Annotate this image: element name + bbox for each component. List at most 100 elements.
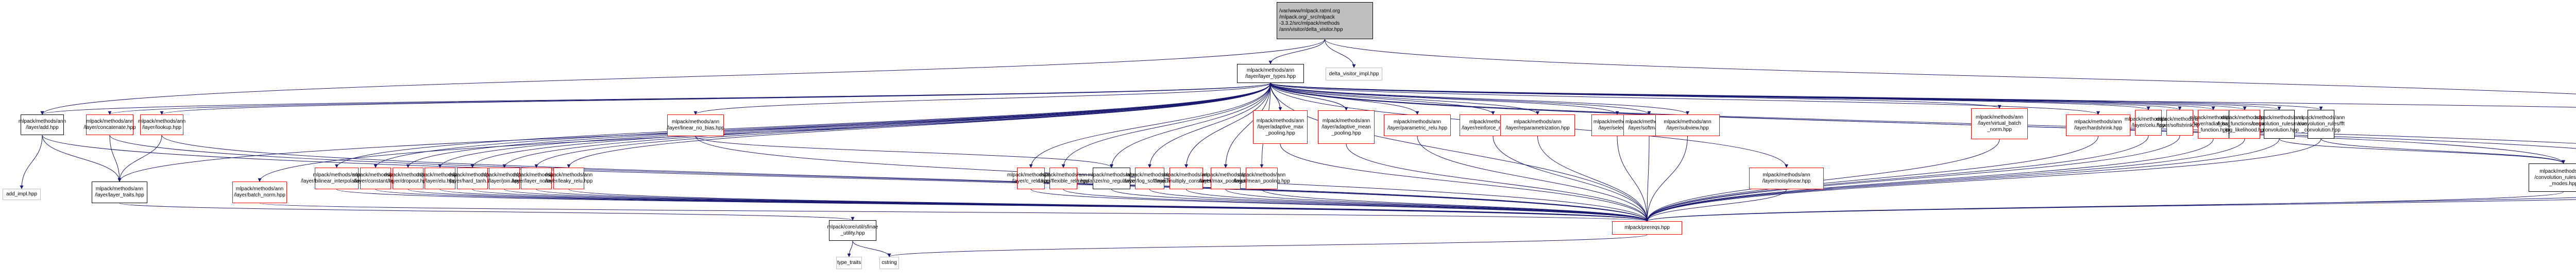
edge-layer-types-to-lookup bbox=[160, 83, 1271, 115]
edge-layer-types-to-prereqs bbox=[1270, 83, 1649, 222]
edge-layer-types-to-hard-tanh bbox=[470, 83, 1271, 168]
edge-linear-no-bias-to-no-regularizer bbox=[695, 136, 1113, 168]
edge-fft-convolution-to-prereqs bbox=[1645, 138, 2321, 222]
node-prereqs[interactable]: mlpack/prereqs.hpp bbox=[1612, 221, 1682, 235]
node-bilinear-interpolation[interactable]: mlpack/methods/ann /layer/bilinear_inter… bbox=[301, 168, 372, 189]
node-parametric-relu[interactable]: mlpack/methods/ann /layer/parametric_rel… bbox=[1384, 114, 1451, 136]
edge-multiply-constant-to-prereqs bbox=[1186, 189, 1649, 222]
edge-subview-to-prereqs bbox=[1645, 136, 1688, 222]
node-multiply-constant[interactable]: mlpack/methods/ann /layer/multiply_const… bbox=[1155, 168, 1218, 189]
edge-prereqs-to-cstring bbox=[887, 234, 1648, 257]
node-max-pooling[interactable]: mlpack/methods/ann /layer/max_pooling.hp… bbox=[1199, 168, 1252, 189]
edge-reparametrization-to-prereqs bbox=[1537, 136, 1649, 222]
edge-naive-convolution-to-prereqs bbox=[1645, 138, 2280, 222]
node-linear-no-bias[interactable]: mlpack/methods/ann /layer/linear_no_bias… bbox=[667, 114, 724, 136]
edge-layer-types-to-multiply-constant bbox=[1184, 83, 1271, 168]
node-leaky-relu[interactable]: mlpack/methods/ann /layer/leaky_relu.hpp bbox=[545, 168, 592, 189]
edge-alpha-dropout-to-prereqs bbox=[1645, 197, 2576, 222]
edge-layer-types-to-join bbox=[502, 83, 1271, 168]
edge-add-to-prereqs bbox=[42, 135, 1649, 222]
node-fft-convolution[interactable]: mlpack/methods/ann /convolution_rules/ff… bbox=[2297, 110, 2345, 139]
edge-naive-convolution-to-border-modes bbox=[2279, 138, 2565, 164]
edge-parametric-relu-to-prereqs bbox=[1417, 136, 1649, 222]
edge-adaptive-max-pooling-to-prereqs bbox=[1280, 143, 1649, 222]
edge-select-to-prereqs bbox=[1617, 136, 1649, 222]
edge-root-to-add bbox=[40, 39, 1325, 115]
node-batch-norm[interactable]: mlpack/methods/ann /layer/batch_norm.hpp bbox=[232, 182, 287, 203]
node-delta-visitor-impl[interactable]: delta_visitor_impl.hpp bbox=[1326, 68, 1382, 80]
node-adaptive-mean-pooling[interactable]: mlpack/methods/ann /layer/adaptive_mean … bbox=[1318, 110, 1375, 144]
node-concatenate[interactable]: mlpack/methods/ann /layer/concatenate.hp… bbox=[83, 114, 136, 135]
node-mean-pooling[interactable]: mlpack/methods/ann /layer/mean_pooling.h… bbox=[1233, 168, 1290, 189]
edge-layer-types-to-softmax bbox=[1270, 83, 1651, 115]
edge-adaptive-mean-pooling-to-prereqs bbox=[1346, 143, 1649, 222]
edge-radial-basis-function-to-prereqs bbox=[1645, 138, 2214, 222]
node-c-relu[interactable]: mlpack/methods/ann /layer/c_relu.hpp bbox=[1007, 168, 1055, 189]
edge-layer-traits-to-sfinae-utility bbox=[119, 203, 854, 221]
node-radial-basis-function[interactable]: mlpack/methods/ann /layer/radial_basis _… bbox=[2190, 110, 2237, 139]
edge-reinforce-normal-to-prereqs bbox=[1493, 136, 1649, 222]
edge-layer-types-to-c-relu bbox=[1029, 83, 1271, 168]
node-constant[interactable]: mlpack/methods/ann /layer/constant.hpp bbox=[352, 168, 399, 189]
edge-sfinae-utility-to-type-traits bbox=[847, 240, 853, 257]
node-dropout[interactable]: mlpack/methods/ann /layer/dropout.hpp bbox=[384, 168, 432, 189]
node-elu[interactable]: mlpack/methods/ann /layer/elu.hpp bbox=[416, 168, 464, 189]
edge-layer-types-to-no-regularizer bbox=[1110, 83, 1271, 168]
edge-add-to-add-impl bbox=[20, 135, 43, 189]
node-layer-norm[interactable]: mlpack/methods/ann /layer/layer_norm.hpp bbox=[512, 168, 561, 189]
edge-base-layer-to-prereqs bbox=[1645, 199, 2576, 222]
node-subview[interactable]: mlpack/methods/ann /layer/subview.hpp bbox=[1655, 114, 1720, 136]
edge-log-softmax-to-prereqs bbox=[1149, 189, 1649, 222]
edge-layer-types-to-layer-norm bbox=[534, 83, 1271, 168]
edge-celu-to-prereqs bbox=[1645, 135, 2149, 222]
edge-softmax-to-prereqs bbox=[1645, 136, 1650, 222]
node-join[interactable]: mlpack/methods/ann /layer/join.hpp bbox=[481, 168, 528, 189]
edge-fft-convolution-to-border-modes bbox=[2320, 138, 2565, 164]
edge-lookup-to-layer-traits bbox=[117, 135, 162, 182]
edge-layer bbox=[20, 39, 2576, 257]
node-reparametrization[interactable]: mlpack/methods/ann /layer/reparametrizat… bbox=[1500, 114, 1575, 136]
node-border-modes[interactable]: mlpack/methods/ann /convolution_rules/bo… bbox=[2529, 163, 2576, 192]
edge-layer-types-to-flexible-relu bbox=[1061, 83, 1271, 168]
edge-root-to-delta-visitor-impl bbox=[1325, 39, 1356, 68]
node-add[interactable]: mlpack/methods/ann /layer/add.hpp bbox=[19, 114, 66, 135]
edge-layer-types-to-hardshrink bbox=[1270, 83, 2100, 115]
edge-flexible-relu-to-prereqs bbox=[1063, 189, 1649, 222]
node-cstring[interactable]: cstring bbox=[879, 257, 899, 269]
node-virtual-batch-norm[interactable]: mlpack/methods/ann /layer/virtual_batch … bbox=[1971, 108, 2028, 139]
node-root[interactable]: /var/www/mlpack.ratml.org /mlpack.org/_s… bbox=[1277, 2, 1373, 39]
edge-max-pooling-to-prereqs bbox=[1225, 189, 1649, 222]
edge-batch-norm-to-prereqs bbox=[259, 203, 1649, 222]
edge-root-to-boost-variant bbox=[1325, 39, 2576, 94]
edge-layer-types-to-base-layer bbox=[1270, 83, 2576, 144]
node-naive-convolution[interactable]: mlpack/methods/ann /convolution_rules/na… bbox=[2251, 110, 2307, 139]
edge-layer-types-to-subview bbox=[1270, 83, 1689, 115]
node-negative-log-likelihood[interactable]: mlpack/methods/ann /loss_functions/negat… bbox=[2217, 110, 2272, 139]
edge-layer-types-to-fft-convolution bbox=[1270, 83, 2323, 110]
edge-layer-types-to-constant bbox=[374, 83, 1271, 168]
edge-root-to-layer-types bbox=[1268, 39, 1325, 64]
node-hard-tanh[interactable]: mlpack/methods/ann /layer/hard_tanh.hpp bbox=[449, 168, 496, 189]
node-sfinae-utility[interactable]: mlpack/core/util/sfinae _utility.hpp bbox=[827, 220, 878, 241]
node-celu[interactable]: mlpack/methods/ann /layer/celu.hpp bbox=[2125, 110, 2172, 136]
node-type-traits[interactable]: type_traits bbox=[836, 257, 862, 269]
node-layer-traits[interactable]: mlpack/methods/ann /layer/layer_traits.h… bbox=[92, 182, 147, 203]
node-adaptive-max-pooling[interactable]: mlpack/methods/ann /layer/adaptive_max _… bbox=[1253, 110, 1308, 144]
node-log-softmax[interactable]: mlpack/methods/ann /layer/log_softmax.hp… bbox=[1124, 168, 1176, 189]
edge-noisylinear-to-prereqs bbox=[1645, 189, 1787, 222]
node-add-impl[interactable]: add_impl.hpp bbox=[3, 189, 41, 200]
node-noisylinear[interactable]: mlpack/methods/ann /layer/noisylinear.hp… bbox=[1749, 168, 1824, 189]
node-softshrink[interactable]: mlpack/methods/ann /layer/softshrink.hpp bbox=[2156, 110, 2204, 136]
node-layer-types[interactable]: mlpack/methods/ann /layer/layer_types.hp… bbox=[1237, 64, 1304, 83]
edge-layer-types-to-parametric-relu bbox=[1270, 83, 1419, 115]
edge-layer-types-to-dropout bbox=[406, 83, 1271, 168]
node-flexible-relu[interactable]: mlpack/methods/ann /layer/flexible_relu.… bbox=[1038, 168, 1089, 189]
edge-concatenate-to-layer-traits bbox=[109, 135, 122, 182]
node-hardshrink[interactable]: mlpack/methods/ann /layer/hardshrink.hpp bbox=[2066, 114, 2130, 136]
node-lookup[interactable]: mlpack/methods/ann /layer/lookup.hpp bbox=[138, 114, 185, 135]
edge-layer-types-to-linear-no-bias bbox=[693, 83, 1271, 115]
node-no-regularizer[interactable]: mlpack/methods/ann /regularizer/no_regul… bbox=[1077, 168, 1146, 189]
edge-layer-types-to-bilinear-interpolation bbox=[335, 83, 1271, 168]
edge-layer-types-to-elu bbox=[438, 83, 1271, 168]
